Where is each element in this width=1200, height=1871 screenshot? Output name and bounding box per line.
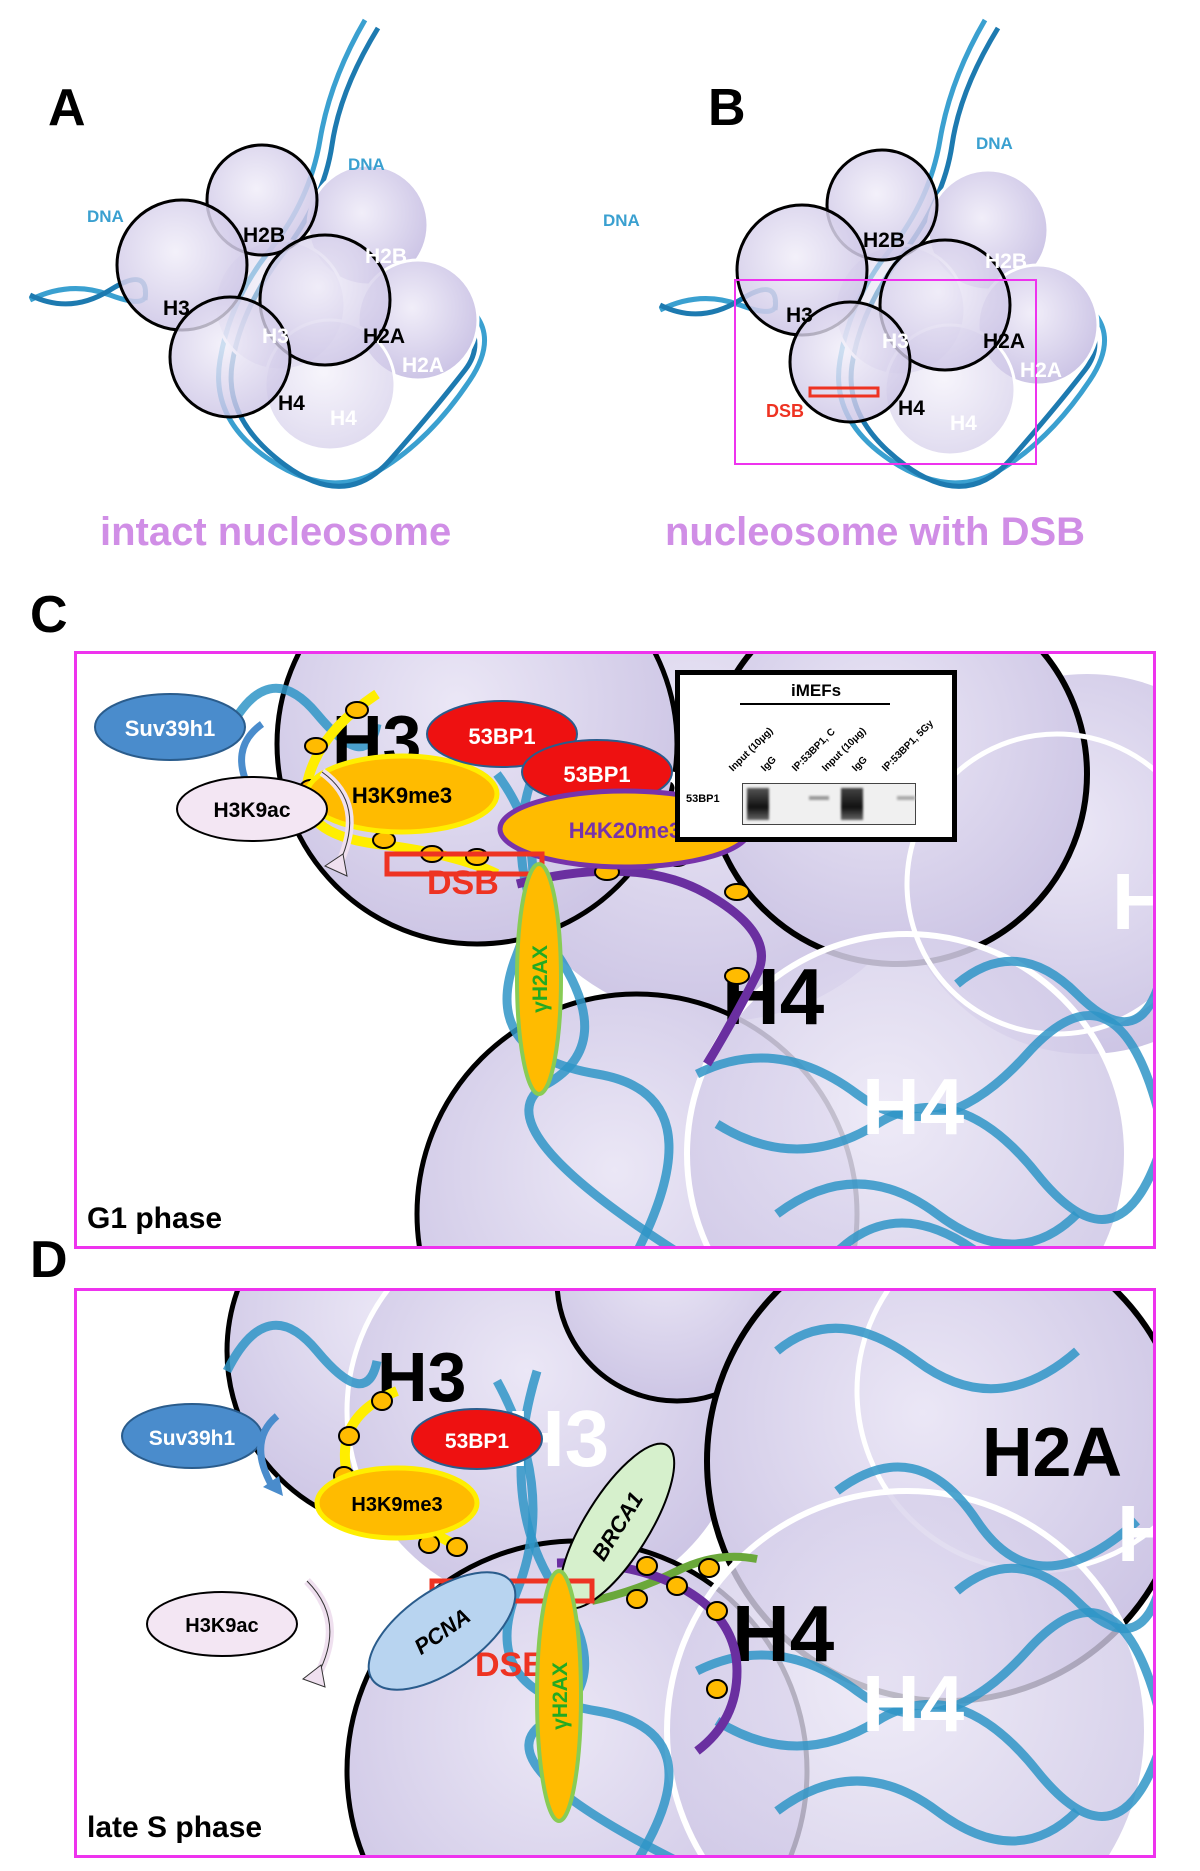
- lane-label: IgG: [850, 754, 870, 774]
- 53bp1-label: 53BP1: [563, 762, 630, 787]
- panel-c-frame: H3 H4 H H3 H4 Suv39h1: [74, 651, 1156, 1249]
- histone-label-h4: H4: [898, 397, 925, 420]
- histone-label-h3: H3: [786, 304, 813, 327]
- arrow-head-icon: [263, 1476, 283, 1496]
- lane-label: IgG: [759, 754, 779, 774]
- h3k9me3-label: H3K9me3: [352, 783, 452, 808]
- gamma-h2ax-node: [535, 1569, 583, 1823]
- blot-band: [897, 796, 915, 800]
- histone-label-h4: H4: [732, 1589, 835, 1678]
- blot-band: [747, 788, 769, 820]
- histone-label-h3: H3: [163, 297, 190, 320]
- gamma-h2ax-label: γH2AX: [549, 1662, 572, 1730]
- histone-label-h4-back: H4: [862, 1062, 965, 1151]
- histone-label-h3-back: H3: [882, 330, 909, 353]
- panel-b-letter: B: [708, 79, 746, 137]
- histone-label-h2a: H2A: [982, 1413, 1122, 1491]
- pcna-node: [367, 1571, 517, 1691]
- arrow-head-icon: [323, 853, 348, 877]
- histone-label-h2b-back: H2B: [365, 245, 407, 268]
- histone-label-h4-back: H4: [330, 407, 357, 430]
- dna-label: DNA: [603, 211, 640, 230]
- gamma-h2ax-label: γH2AX: [529, 945, 552, 1013]
- panel-a-nucleosome: DNA DNA H2B H3 H2A H4 H2B H3 H2A H4: [28, 18, 487, 489]
- suv39h1-node: [94, 693, 246, 761]
- histone-label-h2b: H2B: [243, 224, 285, 247]
- blot-band: [841, 788, 863, 820]
- 53bp1-label: 53BP1: [445, 1430, 510, 1453]
- h3-tail: [300, 689, 500, 879]
- panel-c-diagram: H3 H4 H H3 H4 Suv39h1: [94, 654, 1156, 1246]
- arrow-icon: [257, 1413, 280, 1488]
- arrow-head-icon: [301, 1664, 326, 1688]
- h4-tail-green: [591, 1552, 758, 1605]
- h3k9ac-node: [176, 776, 328, 842]
- histone-label-h4-back: H4: [862, 1659, 965, 1748]
- h3k9me3-node: [314, 1465, 480, 1541]
- blot-row-label: 53BP1: [686, 793, 720, 805]
- histone-label-back: H: [1117, 1489, 1156, 1578]
- dsb-marker: [808, 386, 880, 398]
- inset-divider: [740, 703, 890, 705]
- h4k20me3-label: H4K20me3: [569, 818, 682, 843]
- front-histones: [115, 143, 392, 419]
- inset-title: iMEFs: [790, 681, 842, 700]
- 53bp1-label: 53BP1: [468, 724, 535, 749]
- histone-label-h4: H4: [278, 392, 305, 415]
- phase-label: G1 phase: [87, 1202, 223, 1235]
- panel-b-nucleosome: DNA DNA H2B H3 H2A H4 H2B H3 H2A H4 DSB: [603, 18, 1107, 489]
- blot-image: [742, 783, 916, 825]
- histone-label-h2a-back: H2A: [402, 354, 444, 377]
- histone-label-h2b-back: H2B: [985, 250, 1027, 273]
- panel-d-letter: D: [30, 1231, 68, 1289]
- dna-label: DNA: [348, 155, 385, 174]
- panel-c-letter: C: [30, 586, 68, 644]
- dsb-label: DSB: [475, 1646, 547, 1684]
- suv39h1-label: Suv39h1: [149, 1427, 236, 1450]
- h3k9me3-label: H3K9me3: [351, 1494, 442, 1516]
- gamma-h2ax-node: [515, 862, 563, 1096]
- histone-label-h2a-back: H2A: [1020, 359, 1062, 382]
- h3k9ac-label: H3K9ac: [213, 799, 290, 822]
- dsb-label: DSB: [766, 401, 804, 421]
- histone-label-h2a: H2A: [983, 330, 1025, 353]
- histone-label-back: H: [1112, 857, 1156, 946]
- panel-a-letter: A: [48, 79, 86, 137]
- histone-label-h4-back: H4: [950, 412, 977, 435]
- methylation-marks: [589, 1556, 728, 1699]
- histone-label-h2a: H2A: [363, 325, 405, 348]
- panel-d-frame: H3 H4 H H3 H4 H2A Suv39h1: [74, 1288, 1156, 1858]
- histone-label-h2b: H2B: [863, 229, 905, 252]
- arrow-outline-icon: [321, 771, 351, 865]
- h3k9ac-node: [146, 1591, 298, 1657]
- histone-label-h4: H4: [722, 952, 825, 1041]
- h3k9ac-label: H3K9ac: [185, 1615, 258, 1637]
- zoom-region-box: [734, 279, 1037, 465]
- lane-label: IP:53BP1, 5Gy: [880, 718, 936, 774]
- suv39h1-label: Suv39h1: [125, 716, 216, 741]
- 53bp1-node: [411, 1408, 543, 1470]
- phase-label: late S phase: [87, 1811, 263, 1844]
- histone-label-h3-back: H3: [262, 325, 289, 348]
- western-blot-inset: iMEFs Input (10μg) IgG IP:53BP1, C Input…: [675, 670, 957, 842]
- panel-d-diagram: H3 H4 H H3 H4 H2A Suv39h1: [121, 1291, 1156, 1855]
- panel-b-caption: nucleosome with DSB: [665, 510, 1086, 554]
- dna-label: DNA: [976, 134, 1013, 153]
- panel-a-caption: intact nucleosome: [100, 510, 452, 554]
- front-histones: [735, 148, 1012, 424]
- arrow-outline-icon: [306, 1580, 331, 1677]
- dna-label: DNA: [87, 207, 124, 226]
- blot-band: [809, 796, 829, 800]
- dsb-label: DSB: [427, 864, 499, 902]
